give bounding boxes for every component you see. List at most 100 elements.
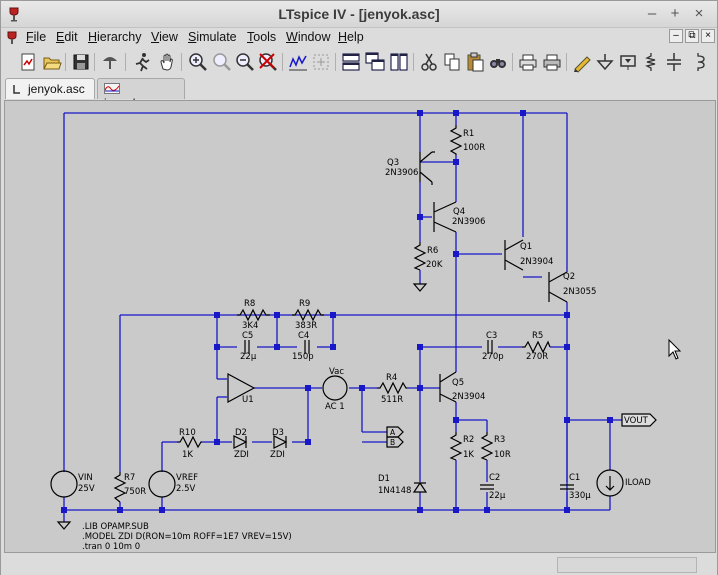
zoom-cancel-icon[interactable] — [257, 51, 279, 73]
toolbar-separator — [512, 53, 513, 71]
directive-lib[interactable]: .LIB OPAMP.SUB — [82, 522, 149, 532]
zoom-area-icon[interactable] — [211, 51, 233, 73]
q4-model: 2N3906 — [452, 217, 485, 227]
r6-value: 20K — [426, 260, 443, 270]
label-net-icon[interactable] — [617, 51, 639, 73]
c2-value: 22µ — [489, 491, 506, 501]
menu-tools[interactable]: Tools — [247, 30, 277, 44]
menu-bar: File Edit Hierarchy View Simulate Tools … — [1, 28, 717, 48]
diode-d3 — [273, 435, 288, 449]
autorange-icon[interactable] — [287, 51, 309, 73]
capacitor-icon[interactable] — [663, 51, 685, 73]
wires — [63, 112, 622, 522]
tile-horizontal-icon[interactable] — [340, 51, 362, 73]
draw-wire-icon[interactable] — [571, 51, 593, 73]
menu-hierarchy[interactable]: Hierarchy — [88, 30, 142, 44]
c5-label: C5 — [242, 331, 253, 341]
maximize-button[interactable]: + — [670, 5, 680, 22]
title-bar[interactable]: LTspice IV - [jenyok.asc] – + × — [1, 1, 717, 28]
tab-waveform[interactable]: jenyok.raw — [97, 78, 185, 110]
r4-label: R4 — [386, 373, 397, 383]
pan-icon[interactable] — [156, 51, 178, 73]
close-button[interactable]: × — [694, 5, 704, 22]
control-panel-icon[interactable] — [99, 51, 121, 73]
c4-label: C4 — [298, 331, 309, 341]
vout-label: VOUT — [624, 416, 649, 426]
capacitor-c5 — [244, 340, 250, 354]
r3-label: R3 — [494, 435, 505, 445]
c1-value: 330µ — [569, 491, 591, 501]
print-preview-icon[interactable] — [517, 51, 539, 73]
net-flag-b — [386, 436, 404, 448]
open-icon[interactable] — [41, 51, 63, 73]
r10-label: R10 — [179, 428, 196, 438]
zoom-in-icon[interactable] — [187, 51, 209, 73]
copy-icon[interactable] — [441, 51, 463, 73]
menu-file[interactable]: File — [26, 30, 47, 44]
document-menu-icon[interactable] — [5, 30, 19, 46]
tile-vertical-icon[interactable] — [388, 51, 410, 73]
fit-icon[interactable] — [310, 51, 332, 73]
toolbar-separator — [65, 53, 66, 71]
schematic-file-icon — [13, 85, 20, 94]
toolbar-separator — [125, 53, 126, 71]
mdi-close-button[interactable]: × — [701, 29, 715, 43]
resistor-icon[interactable] — [640, 51, 662, 73]
d2-label: D2 — [235, 428, 247, 438]
q2-model: 2N3055 — [563, 287, 596, 297]
inductor-icon[interactable] — [687, 51, 709, 73]
menu-help[interactable]: Help — [338, 30, 364, 44]
diode-d1 — [412, 481, 428, 493]
new-schematic-icon[interactable] — [17, 51, 39, 73]
vin-value: 25V — [78, 484, 95, 494]
ltspice-app-icon[interactable] — [7, 6, 21, 22]
mdi-minimize-button[interactable]: – — [669, 29, 683, 43]
junction-dots — [61, 110, 613, 513]
directive-tran[interactable]: .tran 0 10m 0 — [82, 542, 140, 552]
transistor-q4 — [433, 201, 457, 233]
voltage-source-vref — [148, 470, 176, 498]
r8-label: R8 — [244, 299, 255, 309]
tab-schematic[interactable]: jenyok.asc — [5, 78, 95, 99]
r10-value: 1K — [182, 450, 193, 460]
r8-value: 3K4 — [242, 321, 258, 331]
schematic-canvas[interactable]: R1 100R Q3 2N3906 Q4 2N3906 R6 20K Q1 2N… — [4, 100, 716, 553]
tab-schematic-label: jenyok.asc — [28, 82, 85, 96]
q5-model: 2N3904 — [452, 392, 485, 402]
save-icon[interactable] — [70, 51, 92, 73]
run-icon[interactable] — [131, 51, 153, 73]
resistor-r4 — [377, 381, 407, 395]
c5-value: 22µ — [240, 352, 257, 362]
schematic-drawing[interactable]: R1 100R Q3 2N3906 Q4 2N3906 R6 20K Q1 2N… — [5, 101, 716, 553]
waveform-file-icon — [104, 83, 120, 94]
cascade-icon[interactable] — [364, 51, 386, 73]
capacitor-c1 — [560, 484, 574, 490]
resistor-r10 — [177, 435, 202, 449]
q1-label: Q1 — [520, 242, 532, 252]
toolbar-separator — [335, 53, 336, 71]
toolbar-separator — [413, 53, 414, 71]
menu-window[interactable]: Window — [286, 30, 331, 44]
r9-label: R9 — [299, 299, 310, 309]
q5-label: Q5 — [452, 378, 464, 388]
resistor-r2 — [449, 432, 463, 461]
menu-simulate[interactable]: Simulate — [188, 30, 237, 44]
cut-icon[interactable] — [418, 51, 440, 73]
zoom-out-icon[interactable] — [234, 51, 256, 73]
menu-edit[interactable]: Edit — [56, 30, 78, 44]
print-icon[interactable] — [541, 51, 563, 73]
resistor-r7 — [113, 472, 127, 503]
ground-icon[interactable] — [594, 51, 616, 73]
ground-symbol — [56, 521, 72, 530]
menu-view[interactable]: View — [151, 30, 178, 44]
resistor-r8 — [237, 308, 270, 322]
directive-model[interactable]: .MODEL ZDI D(RON=10m ROFF=1E7 VREV=15V) — [82, 532, 292, 542]
capacitor-c2 — [480, 484, 494, 490]
find-icon[interactable] — [487, 51, 509, 73]
paste-icon[interactable] — [464, 51, 486, 73]
vref-label: VREF — [176, 473, 198, 483]
mdi-restore-button[interactable]: ⧉ — [685, 29, 699, 43]
toolbar-separator — [282, 53, 283, 71]
minimize-button[interactable]: – — [647, 5, 657, 22]
toolbar-separator — [94, 53, 95, 71]
